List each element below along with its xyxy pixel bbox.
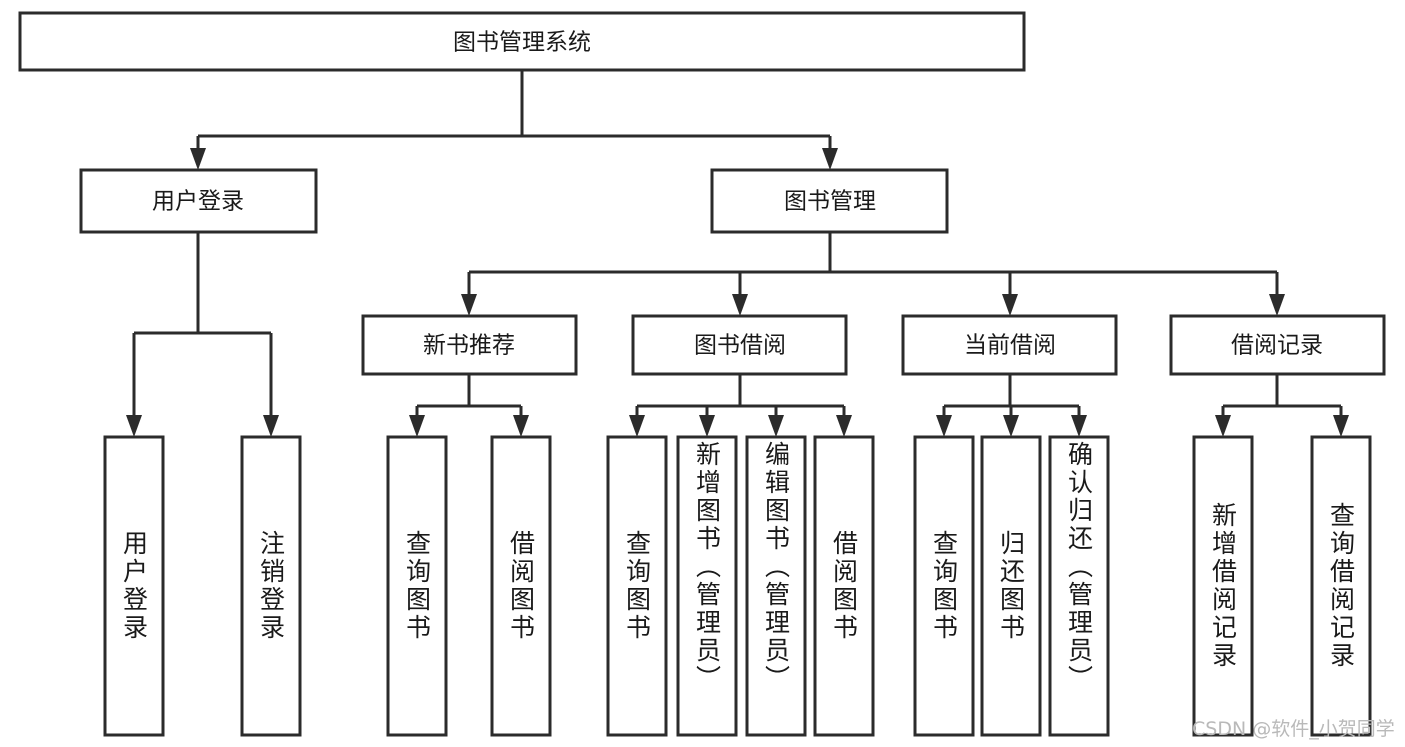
node-borrow-record-label: 借阅记录 (1231, 333, 1323, 359)
leaf-query-book-1-label: 查询图书 (402, 530, 432, 642)
leaf-query-borrow-record[interactable] (1310, 435, 1372, 737)
leaf-borrow-book-1[interactable] (490, 435, 552, 737)
csdn-watermark: CSDN @软件_小贺同学 (1192, 718, 1395, 740)
node-book-management-label: 图书管理 (784, 189, 876, 215)
leaf-return-book-label: 归还图书 (996, 530, 1026, 642)
leaf-logout[interactable] (240, 435, 302, 737)
leaf-add-book-admin-label: 新增图书（管理员） (692, 441, 722, 693)
leaf-borrow-book-2-label: 借阅图书 (829, 530, 859, 642)
node-book-borrow[interactable]: 图书借阅 (631, 314, 848, 376)
connector-bookmgmt-to-level2 (461, 232, 1285, 316)
leaf-query-book-3-label: 查询图书 (929, 530, 959, 642)
leaf-user-login-label: 用户登录 (119, 530, 149, 642)
node-root-label: 图书管理系统 (453, 30, 591, 56)
node-book-management[interactable]: 图书管理 (710, 168, 949, 234)
node-borrow-record[interactable]: 借阅记录 (1169, 314, 1386, 376)
node-user-login[interactable]: 用户登录 (79, 168, 318, 234)
leaf-add-borrow-record[interactable] (1192, 435, 1254, 737)
node-root[interactable]: 图书管理系统 (18, 11, 1026, 72)
leaf-add-borrow-record-label: 新增借阅记录 (1208, 502, 1238, 670)
node-current-borrow[interactable]: 当前借阅 (901, 314, 1118, 376)
node-book-borrow-label: 图书借阅 (694, 333, 786, 359)
connector-userlogin-to-leaves (126, 232, 279, 437)
leaf-borrow-book-2[interactable] (813, 435, 875, 737)
leaf-query-book-2[interactable] (606, 435, 668, 737)
leaf-confirm-return-admin-label: 确认归还（管理员） (1064, 441, 1094, 693)
leaf-user-login[interactable] (103, 435, 165, 737)
connector-bookborrow-to-leaves (629, 374, 852, 437)
leaf-query-book-3[interactable] (913, 435, 975, 737)
leaf-query-book-2-label: 查询图书 (622, 530, 652, 642)
leaf-query-borrow-record-label: 查询借阅记录 (1326, 502, 1356, 670)
connector-newbook-to-leaves (409, 374, 529, 437)
node-user-login-label: 用户登录 (152, 189, 244, 215)
node-new-book-recommend-label: 新书推荐 (423, 333, 515, 359)
node-current-borrow-label: 当前借阅 (964, 333, 1056, 359)
leaf-query-book-1[interactable] (386, 435, 448, 737)
connector-borrowrecord-to-leaves (1215, 374, 1349, 437)
connector-currentborrow-to-leaves (936, 374, 1087, 437)
leaf-edit-book-admin-label: 编辑图书（管理员） (761, 441, 791, 693)
leaf-box-group (103, 435, 1372, 737)
leaf-return-book[interactable] (980, 435, 1042, 737)
leaf-logout-label: 注销登录 (256, 530, 286, 642)
node-new-book-recommend[interactable]: 新书推荐 (361, 314, 578, 376)
leaf-add-book-admin[interactable] (676, 435, 738, 737)
connector-root-to-level1 (190, 70, 838, 170)
leaf-edit-book-admin[interactable] (745, 435, 807, 737)
leaf-borrow-book-1-label: 借阅图书 (506, 530, 536, 642)
leaf-confirm-return-admin[interactable] (1048, 435, 1110, 737)
